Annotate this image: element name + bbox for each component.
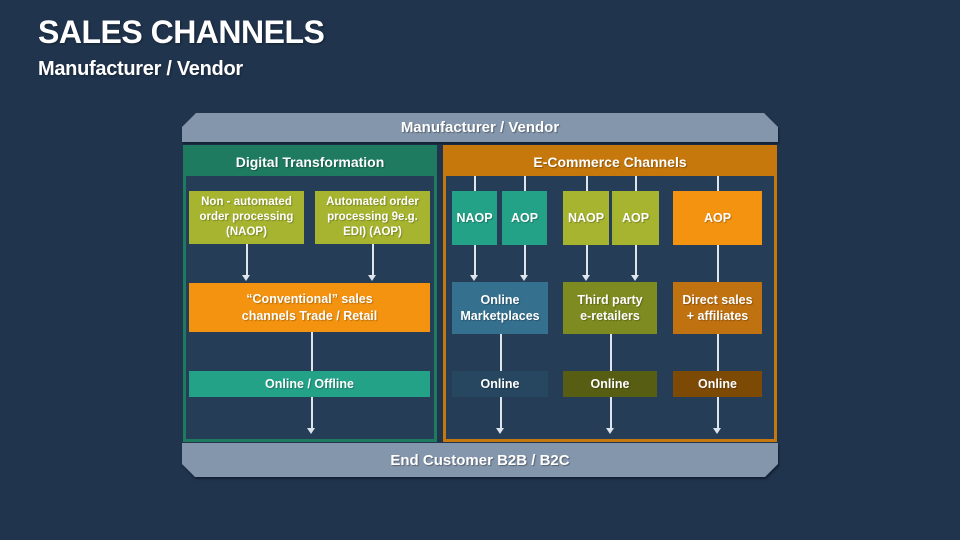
online-box-marketplaces: Online bbox=[452, 371, 548, 397]
conventional-sales-line2: channels Trade / Retail bbox=[241, 308, 378, 323]
aop-box-line3: EDI) (AOP) bbox=[343, 225, 402, 238]
arrow-down-icon bbox=[713, 428, 721, 434]
third-party-line2: e-retailers bbox=[580, 309, 640, 323]
arrow-down-icon bbox=[307, 428, 315, 434]
online-marketplaces-line1: Online bbox=[480, 292, 520, 307]
ecom-aop-box-2: AOP bbox=[612, 191, 659, 245]
online-box-direct-sales: Online bbox=[673, 371, 762, 397]
digital-transformation-section: Digital Transformation Non - automated o… bbox=[183, 145, 437, 442]
online-offline-label: Online / Offline bbox=[265, 376, 354, 391]
third-party-line1: Third party bbox=[577, 292, 643, 307]
aop-box: Automated order processing 9e.g. EDI) (A… bbox=[315, 191, 430, 244]
conventional-sales-line1: “Conventional” sales bbox=[246, 292, 373, 307]
page-subtitle: Manufacturer / Vendor bbox=[38, 58, 243, 80]
ecom-naop-label-2: NAOP bbox=[567, 210, 605, 225]
arrow-down-icon bbox=[631, 275, 639, 281]
conventional-sales-box: “Conventional” sales channels Trade / Re… bbox=[189, 283, 430, 332]
end-customer-band: End Customer B2B / B2C bbox=[182, 443, 778, 477]
online-label-1: Online bbox=[480, 376, 520, 391]
online-marketplaces-line2: Marketplaces bbox=[460, 309, 540, 323]
ecom-aop-label-3: AOP bbox=[703, 210, 732, 225]
online-offline-box: Online / Offline bbox=[189, 371, 430, 397]
arrow-down-icon bbox=[242, 275, 250, 281]
end-customer-band-label: End Customer B2B / B2C bbox=[182, 443, 778, 477]
arrow-down-icon bbox=[368, 275, 376, 281]
manufacturer-vendor-band-label: Manufacturer / Vendor bbox=[182, 113, 778, 142]
ecommerce-channels-section: E-Commerce Channels NAOP AOP NAOP AOP bbox=[443, 145, 777, 442]
direct-sales-affiliates-box: Direct sales + affiliates bbox=[673, 282, 762, 334]
arrow-down-icon bbox=[582, 275, 590, 281]
arrow-down-icon bbox=[496, 428, 504, 434]
ecom-naop-box-1: NAOP bbox=[452, 191, 497, 245]
naop-box: Non - automated order processing (NAOP) bbox=[189, 191, 304, 244]
arrow-down-icon bbox=[470, 275, 478, 281]
online-box-third-party: Online bbox=[563, 371, 657, 397]
aop-box-line1: Automated order bbox=[326, 196, 419, 209]
ecom-naop-label-1: NAOP bbox=[456, 210, 493, 225]
sales-channels-diagram: Manufacturer / Vendor Digital Transforma… bbox=[182, 113, 778, 478]
direct-sales-line2: + affiliates bbox=[686, 309, 749, 323]
ecom-aop-box-1: AOP bbox=[502, 191, 547, 245]
ecommerce-channels-header: E-Commerce Channels bbox=[446, 148, 774, 176]
connector-line bbox=[246, 244, 248, 276]
online-label-2: Online bbox=[590, 376, 630, 391]
online-label-3: Online bbox=[698, 376, 737, 391]
naop-box-line1: Non - automated bbox=[201, 196, 292, 209]
connector-line bbox=[372, 244, 374, 276]
ecom-naop-box-2: NAOP bbox=[563, 191, 609, 245]
third-party-eretailers-box: Third party e-retailers bbox=[563, 282, 657, 334]
naop-box-line2: order processing bbox=[199, 211, 294, 224]
aop-box-line2: processing 9e.g. bbox=[327, 211, 418, 224]
online-marketplaces-box: Online Marketplaces bbox=[452, 282, 548, 334]
manufacturer-vendor-band: Manufacturer / Vendor bbox=[182, 113, 778, 142]
digital-transformation-header: Digital Transformation bbox=[186, 148, 434, 176]
ecom-aop-label-1: AOP bbox=[510, 210, 539, 225]
naop-box-line3: (NAOP) bbox=[226, 225, 267, 238]
arrow-down-icon bbox=[606, 428, 614, 434]
ecom-aop-box-3: AOP bbox=[673, 191, 762, 245]
ecom-aop-label-2: AOP bbox=[621, 210, 650, 225]
page-title: SALES CHANNELS bbox=[38, 14, 325, 50]
arrow-down-icon bbox=[520, 275, 528, 281]
direct-sales-line1: Direct sales bbox=[682, 292, 753, 307]
